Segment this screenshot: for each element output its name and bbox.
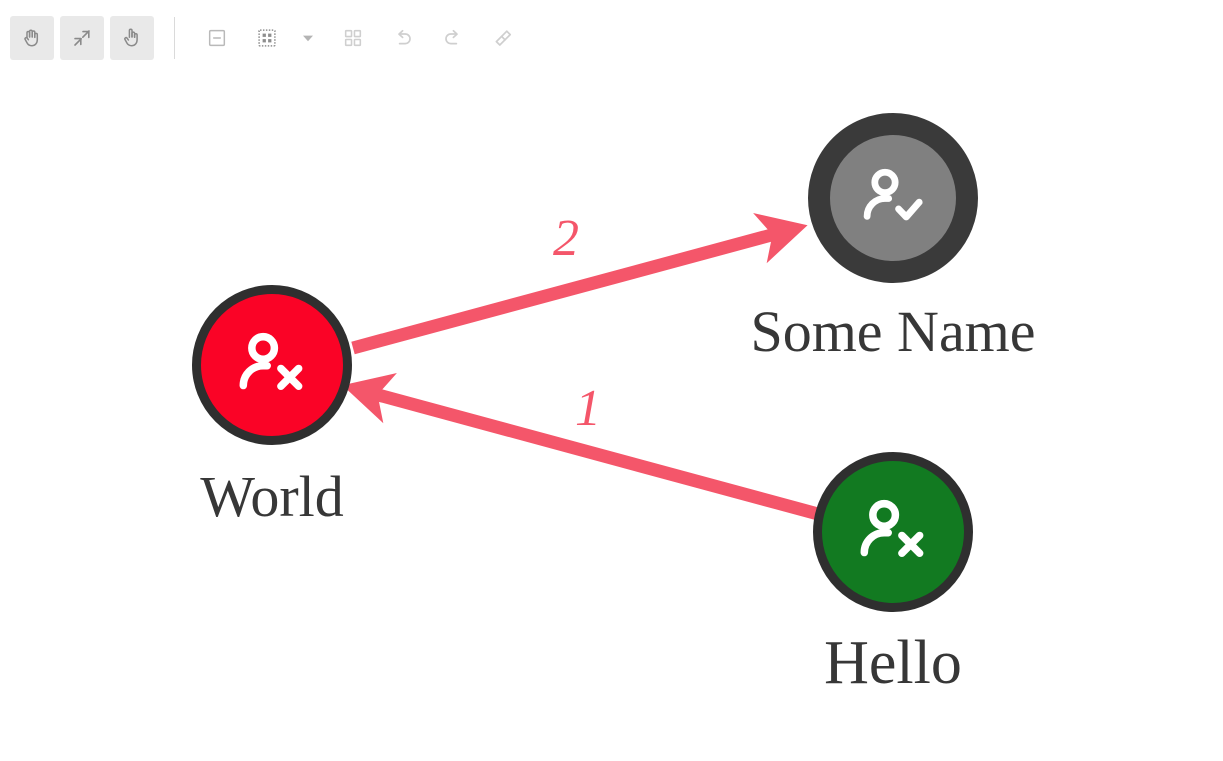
marquee-select-button[interactable] xyxy=(247,18,287,58)
erase-button[interactable] xyxy=(483,18,523,58)
collapse-button[interactable] xyxy=(197,18,237,58)
dotted-grid-select-icon xyxy=(256,27,278,49)
grid-layout-icon xyxy=(342,27,364,49)
chevron-down-icon xyxy=(301,31,315,45)
marquee-select-menu-button[interactable] xyxy=(297,16,319,60)
toolbar-group-edit-tools xyxy=(197,16,533,60)
graph-node-hello-label: Hello xyxy=(824,629,962,697)
graph-edge-2[interactable] xyxy=(351,213,808,355)
toolbar-divider xyxy=(174,17,175,59)
graph-edge-1[interactable] xyxy=(342,373,820,521)
graph-edge-2-label: 2 xyxy=(553,210,579,267)
select-tool-button[interactable] xyxy=(110,16,154,60)
graph-node-hello[interactable] xyxy=(813,452,973,612)
user-x-icon xyxy=(852,489,934,576)
graph-node-world-label: World xyxy=(200,464,344,529)
redo-icon xyxy=(441,26,465,50)
hand-pointer-icon xyxy=(120,26,144,50)
undo-button[interactable] xyxy=(383,18,423,58)
graph-edge-1-label: 1 xyxy=(575,380,601,437)
user-x-icon xyxy=(231,322,313,409)
eraser-icon xyxy=(491,26,515,50)
arrows-in-icon xyxy=(70,26,94,50)
layout-button[interactable] xyxy=(333,18,373,58)
graph-node-world[interactable] xyxy=(192,285,352,445)
graph-node-some-name-label: Some Name xyxy=(750,299,1036,364)
zoom-to-fit-button[interactable] xyxy=(60,16,104,60)
pan-tool-button[interactable] xyxy=(10,16,54,60)
redo-button[interactable] xyxy=(433,18,473,58)
graph-node-some-name[interactable] xyxy=(808,113,978,283)
minus-box-icon xyxy=(206,27,228,49)
user-check-icon xyxy=(856,159,930,238)
toolbar-group-view-tools xyxy=(10,16,160,60)
undo-icon xyxy=(391,26,415,50)
toolbar xyxy=(0,0,1223,76)
hand-grab-icon xyxy=(20,26,44,50)
